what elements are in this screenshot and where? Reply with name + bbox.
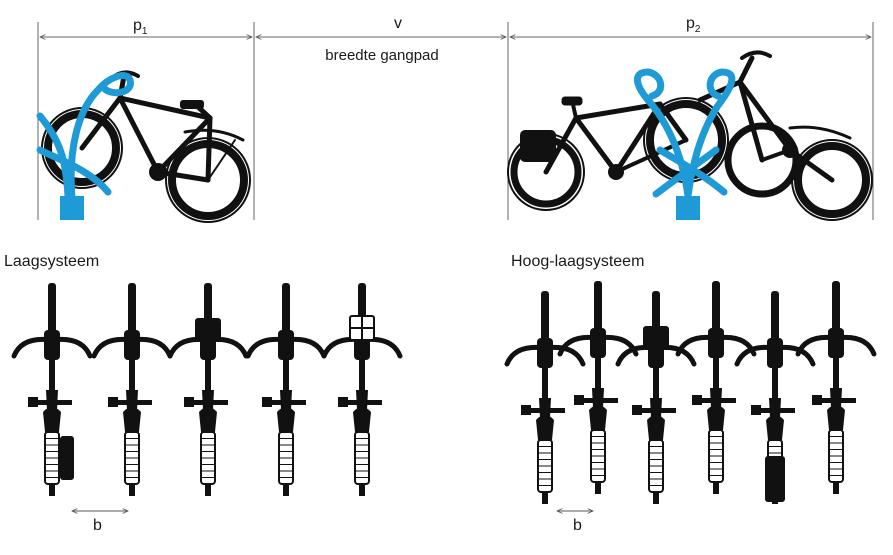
bike-top-view (615, 291, 697, 504)
side-view-low-rack (36, 70, 251, 223)
p1-label: p1 (133, 17, 148, 37)
bike-top-view (675, 281, 757, 494)
bike-top-view (734, 291, 816, 504)
top-view-high-low-system (504, 281, 877, 504)
bike-top-view (321, 283, 403, 496)
p2-label: p2 (686, 15, 701, 35)
dimension-lines (37, 22, 874, 220)
section-title-low-system: Laagsysteem (4, 253, 99, 270)
side-view-high-low-rack (507, 50, 873, 221)
spacing-dimension-right: b (557, 511, 593, 534)
v-label: v (394, 15, 402, 32)
spacing-dimension-left: b (72, 511, 128, 534)
bike-top-view (167, 283, 249, 496)
b-label-left: b (93, 517, 102, 534)
bike-top-view (11, 283, 93, 496)
section-title-high-low-system: Hoog-laagsysteem (511, 253, 644, 270)
bike-top-view (557, 281, 639, 494)
bike-top-view (91, 283, 173, 496)
b-label-right: b (573, 517, 582, 534)
top-view-low-system (11, 283, 403, 496)
bike-top-view (245, 283, 327, 496)
bike-top-view (795, 281, 877, 494)
bike-top-view (504, 291, 586, 504)
aisle-width-label: breedte gangpad (325, 47, 438, 64)
